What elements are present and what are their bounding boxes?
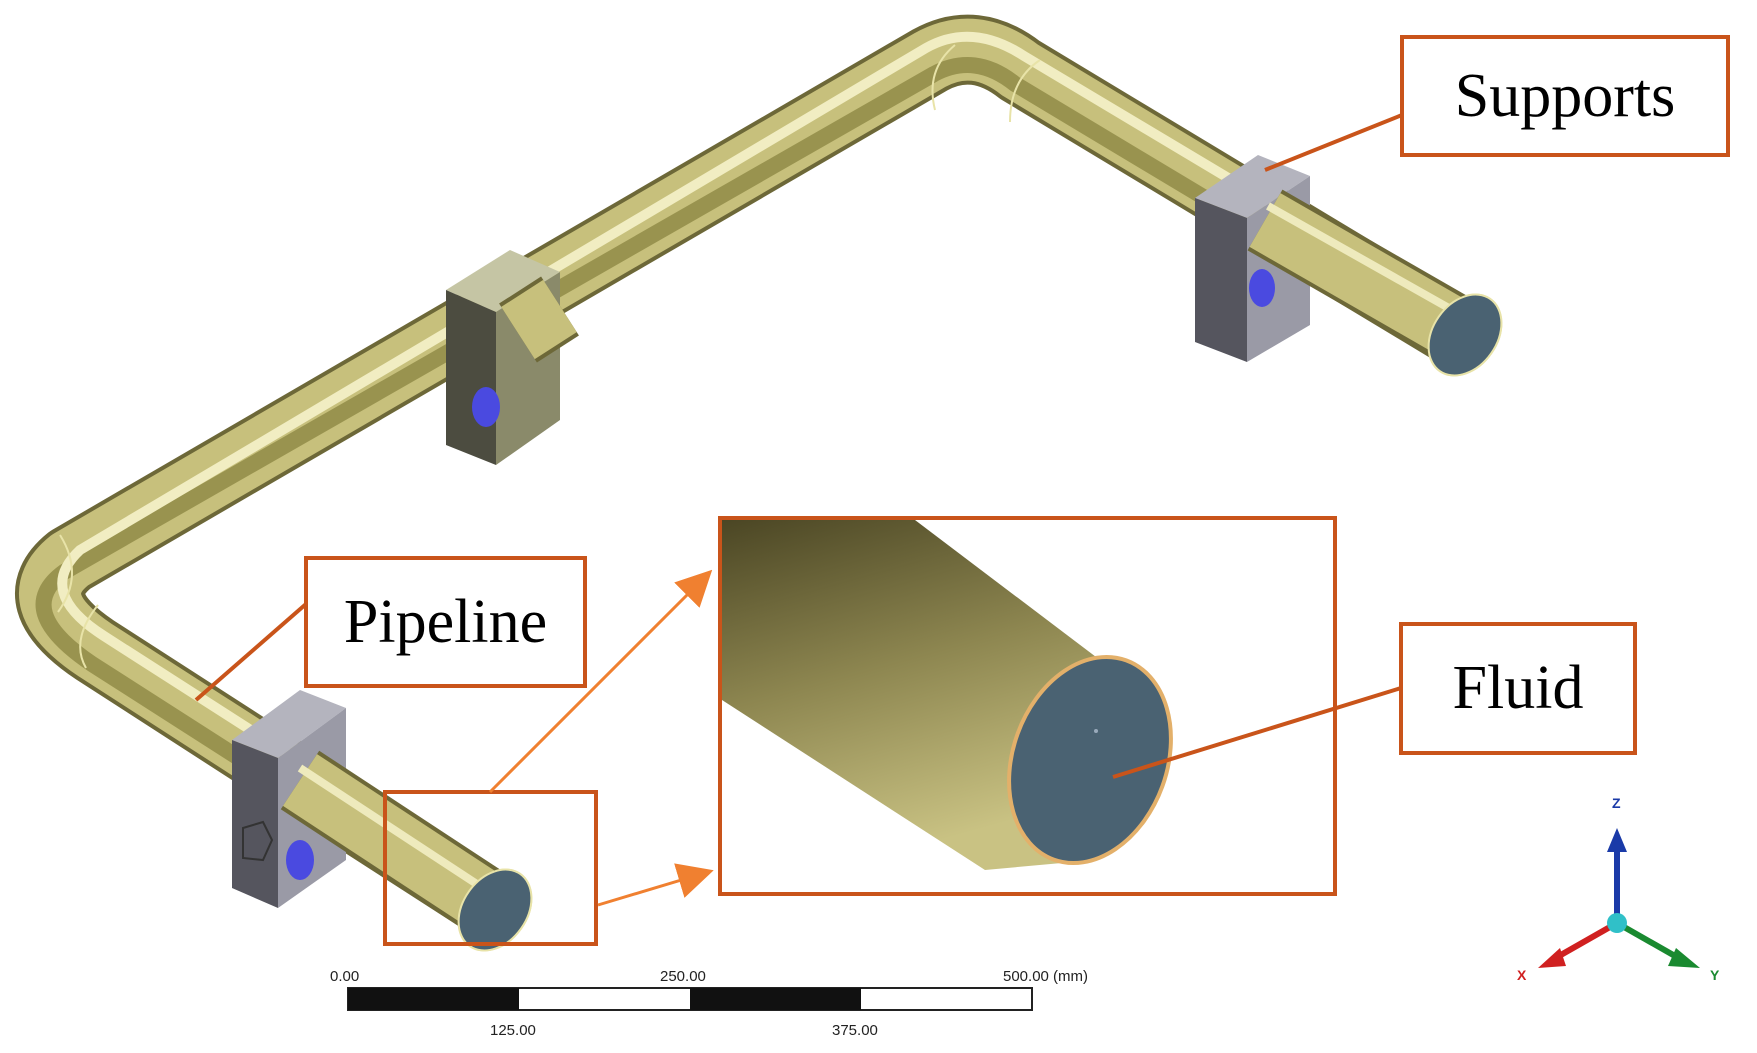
axis-z-label: Z	[1612, 795, 1621, 811]
zoom-arrow-bottom	[597, 863, 714, 907]
label-pipeline-text: Pipeline	[343, 587, 548, 656]
leader-supports	[1264, 113, 1403, 172]
axis-x-label: X	[1517, 967, 1527, 983]
zoom-detail-view	[718, 516, 1337, 896]
leader-fluid	[1112, 686, 1402, 779]
scale-tick-500: 500.00 (mm)	[1003, 968, 1088, 985]
fluid-cross-section	[1007, 654, 1173, 866]
label-fluid: Fluid	[1399, 622, 1637, 755]
label-supports-text: Supports	[1454, 61, 1676, 130]
scale-bar: 0.00 250.00 500.00 (mm) 125.00 375.00	[330, 968, 1088, 1039]
scale-tick-250: 250.00	[660, 968, 706, 985]
axis-triad: Z X Y	[1517, 795, 1720, 983]
label-pipeline: Pipeline	[304, 556, 587, 688]
scale-tick-0: 0.00	[330, 968, 359, 985]
leader-pipeline	[194, 602, 308, 702]
label-supports: Supports	[1400, 35, 1730, 157]
scale-tick-375: 375.00	[832, 1022, 878, 1039]
axis-y-label: Y	[1710, 967, 1720, 983]
pipeline-front-segments	[280, 189, 1503, 952]
scale-tick-125: 125.00	[490, 1022, 536, 1039]
label-fluid-text: Fluid	[1452, 654, 1584, 722]
zoom-arrow-top	[488, 569, 713, 794]
